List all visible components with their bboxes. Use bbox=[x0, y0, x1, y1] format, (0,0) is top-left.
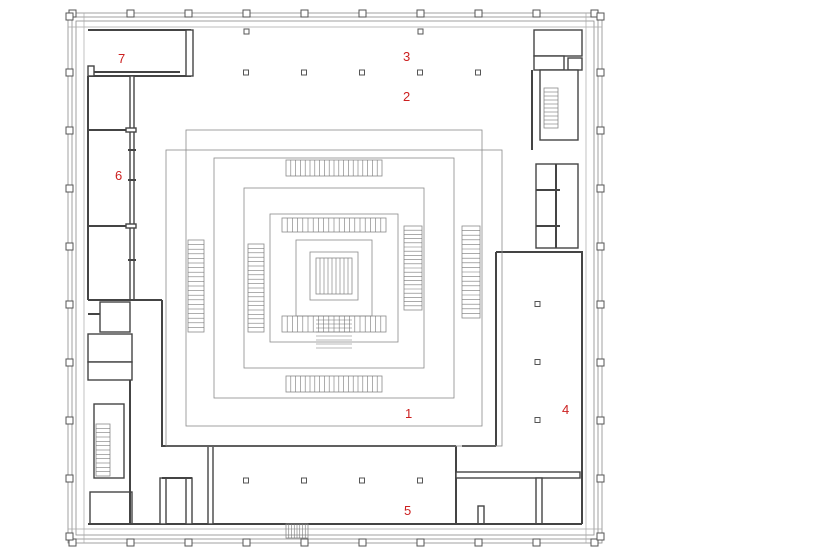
perimeter-column bbox=[596, 126, 605, 135]
perimeter-column bbox=[65, 12, 74, 21]
perimeter-column bbox=[300, 9, 309, 18]
stair-flight bbox=[95, 423, 111, 477]
room-label-4: 4 bbox=[562, 402, 569, 417]
perimeter-column bbox=[65, 416, 74, 425]
room-label-7: 7 bbox=[118, 51, 125, 66]
perimeter-column bbox=[65, 242, 74, 251]
interior-column bbox=[534, 301, 541, 307]
stair-flight bbox=[543, 87, 559, 129]
step-band bbox=[285, 375, 383, 393]
perimeter-column bbox=[596, 242, 605, 251]
interior-column bbox=[417, 69, 423, 76]
perimeter-column bbox=[300, 538, 309, 547]
step-band bbox=[187, 239, 205, 333]
interior-column bbox=[301, 69, 307, 76]
step-band bbox=[403, 225, 423, 311]
interior-column bbox=[417, 477, 423, 484]
central-stepped-void bbox=[165, 129, 503, 447]
interior-column bbox=[359, 477, 365, 484]
perimeter-column bbox=[65, 184, 74, 193]
interior-column bbox=[534, 417, 541, 423]
perimeter-column bbox=[65, 126, 74, 135]
south-entrance-steps bbox=[285, 523, 309, 539]
central-skylight-grid bbox=[309, 251, 359, 349]
perimeter-column bbox=[596, 474, 605, 483]
perimeter-column bbox=[416, 9, 425, 18]
perimeter-column bbox=[532, 538, 541, 547]
entrance-step-flight bbox=[285, 523, 309, 539]
perimeter-column bbox=[596, 184, 605, 193]
room-label-3: 3 bbox=[403, 49, 410, 64]
northeast-stair bbox=[543, 87, 559, 129]
perimeter-column bbox=[596, 532, 605, 541]
room-6-walls bbox=[87, 75, 137, 301]
perimeter-column bbox=[184, 9, 193, 18]
step-band bbox=[247, 243, 265, 333]
interior-column bbox=[243, 69, 249, 76]
interior-columns bbox=[243, 28, 541, 484]
perimeter-column bbox=[126, 9, 135, 18]
step-band bbox=[285, 159, 383, 177]
interior-column bbox=[359, 69, 365, 76]
step-bands bbox=[187, 159, 481, 393]
perimeter-column bbox=[358, 9, 367, 18]
perimeter-column bbox=[596, 12, 605, 21]
room-label-1: 1 bbox=[405, 406, 412, 421]
perimeter-column bbox=[65, 300, 74, 309]
perimeter-column bbox=[474, 538, 483, 547]
perimeter-column bbox=[184, 538, 193, 547]
perimeter-column bbox=[590, 538, 599, 547]
northeast-service-block bbox=[531, 29, 583, 249]
interior-column bbox=[534, 359, 541, 365]
step-band bbox=[461, 225, 481, 319]
perimeter-column bbox=[242, 9, 251, 18]
interior-column bbox=[301, 477, 307, 484]
southwest-service-block bbox=[87, 299, 220, 525]
perimeter-column bbox=[596, 358, 605, 367]
perimeter-column bbox=[358, 538, 367, 547]
room-label-5: 5 bbox=[404, 503, 411, 518]
perimeter-column bbox=[532, 9, 541, 18]
step-band bbox=[281, 217, 387, 233]
perimeter-column bbox=[596, 300, 605, 309]
perimeter-column bbox=[242, 538, 251, 547]
room-label-2: 2 bbox=[403, 89, 410, 104]
perimeter-column bbox=[416, 538, 425, 547]
room-labels: 1 2 3 4 5 6 7 bbox=[115, 49, 569, 518]
perimeter-column bbox=[126, 538, 135, 547]
perimeter-column bbox=[65, 68, 74, 77]
perimeter-column bbox=[596, 416, 605, 425]
interior-column bbox=[475, 69, 481, 76]
perimeter-column bbox=[474, 9, 483, 18]
perimeter-columns bbox=[65, 9, 605, 547]
skylight-frame bbox=[309, 251, 359, 301]
interior-column bbox=[417, 28, 424, 35]
perimeter-column bbox=[65, 532, 74, 541]
interior-column bbox=[243, 477, 249, 484]
room-7-walls bbox=[87, 29, 194, 77]
skylight-inner bbox=[315, 257, 353, 295]
perimeter-column bbox=[65, 474, 74, 483]
southwest-stair bbox=[95, 423, 111, 477]
perimeter-column bbox=[65, 358, 74, 367]
room-label-6: 6 bbox=[115, 168, 122, 183]
interior-column bbox=[243, 28, 250, 35]
outer-envelope bbox=[67, 12, 603, 544]
perimeter-column bbox=[596, 68, 605, 77]
